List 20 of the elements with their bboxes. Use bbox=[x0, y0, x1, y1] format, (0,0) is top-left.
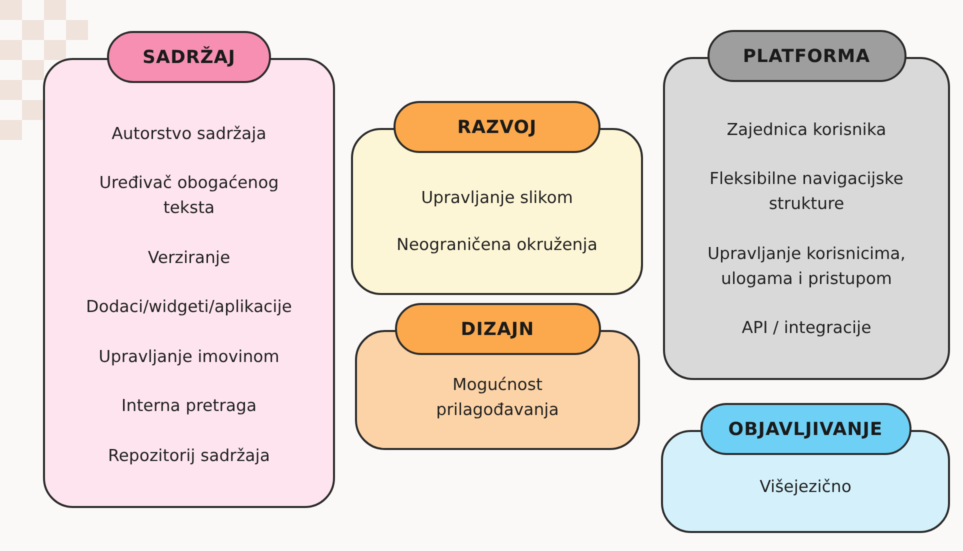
category-heading: OBJAVLJIVANJE bbox=[700, 403, 911, 455]
feature-text: Zajednica korisnika bbox=[726, 119, 886, 142]
category-heading: PLATFORMA bbox=[707, 30, 906, 82]
feature-text: Dodaci/widgeti/aplikacije bbox=[86, 296, 292, 318]
feature-text: Fleksibilne navigacijske strukture bbox=[708, 168, 904, 216]
feature-text: Upravljanje imovinom bbox=[98, 346, 280, 368]
feature-text: Višejezično bbox=[760, 476, 852, 498]
feature-text: Autorstvo sadržaja bbox=[112, 122, 266, 144]
feature-text: Repozitorij sadržaja bbox=[108, 444, 270, 466]
category-heading: RAZVOJ bbox=[394, 101, 600, 153]
feature-text: API / integracije bbox=[742, 316, 872, 339]
category-heading: DIZAJN bbox=[394, 303, 600, 355]
feature-text: Mogućnost prilagođavanja bbox=[435, 374, 560, 421]
category-heading: SADRŽAJ bbox=[107, 31, 271, 83]
feature-text: Uređivač obogaćenog teksta bbox=[98, 172, 280, 219]
feature-text: Upravljanje slikom bbox=[421, 186, 573, 208]
feature-text: Upravljanje korisnicima, ulogama i pristupom bbox=[706, 242, 907, 290]
feature-text: Verziranje bbox=[148, 246, 230, 268]
feature-text: Neograničena okruženja bbox=[396, 234, 598, 256]
feature-text: Interna pretraga bbox=[121, 395, 257, 417]
